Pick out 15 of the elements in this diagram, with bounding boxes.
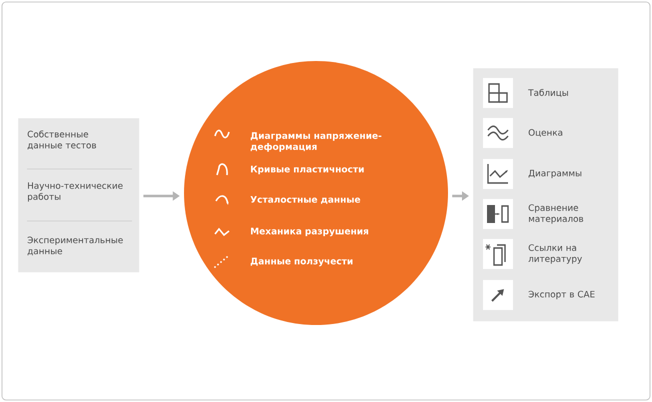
list-item: Диаграммы <box>528 170 582 178</box>
panel <box>18 118 140 272</box>
list-item: Ссылки на литературу <box>528 244 582 264</box>
list-item: Экспорт в CAE <box>528 290 595 300</box>
list-item: Собственные данные тестов <box>28 130 96 150</box>
list-item: Механика разрушения <box>251 228 368 236</box>
list-item: Оценка <box>528 129 562 137</box>
list-item: Экспериментальные данные <box>28 236 123 256</box>
list-item: Сравнение материалов <box>528 204 584 224</box>
list-item: Диаграммы напряжение- деформация <box>250 132 382 152</box>
list-item: Научно-технические работы <box>28 182 123 202</box>
list-item: Данные ползучести <box>250 258 352 266</box>
list-item: Усталостные данные <box>250 196 360 204</box>
list-item: Таблицы <box>528 88 568 98</box>
list-item: Кривые пластичности <box>251 166 364 174</box>
